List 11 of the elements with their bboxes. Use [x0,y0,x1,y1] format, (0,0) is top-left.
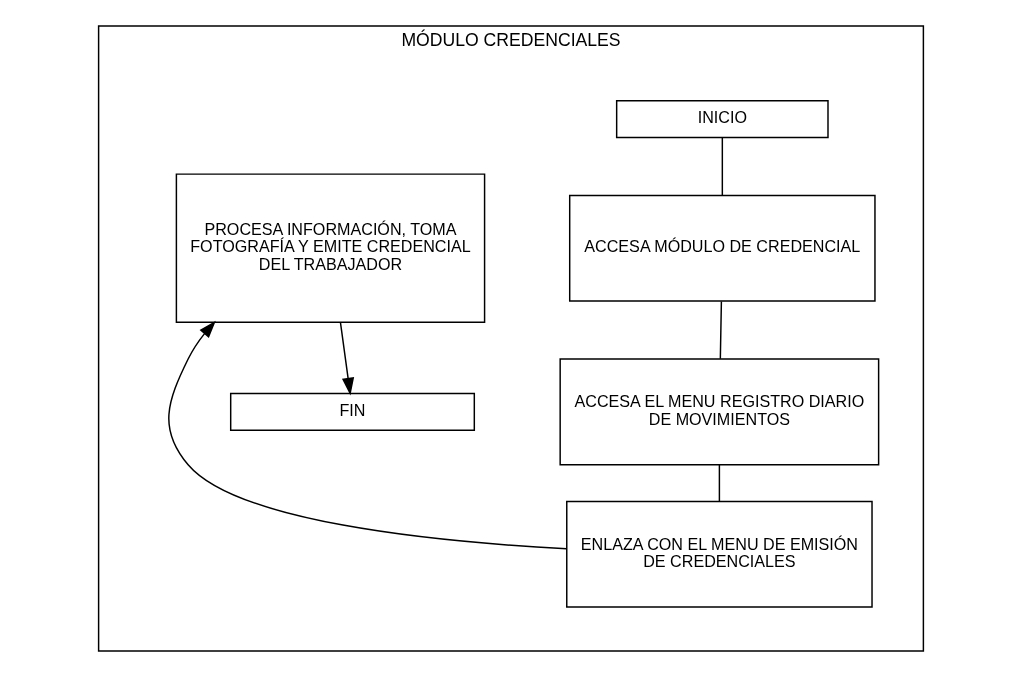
node-box: ENLAZA CON EL MENU DE EMISIÓN DE CREDENCIALES [565,500,873,608]
connector [718,464,720,502]
node-box: INICIO [615,100,829,139]
node-box: ACCESA EL MENU REGISTRO DIARIO DE MOVIMIENTOS [558,358,879,466]
node-box: ACCESA MÓDULO DE CREDENCIAL [568,194,876,302]
node-box: FIN [229,392,475,431]
connector [719,300,722,360]
arrow [339,321,354,396]
node-box: PROCESA INFORMACIÓN, TOMA FOTOGRAFÍA Y EMITE CREDENCIAL DEL TRABAJADOR [175,173,485,324]
connector [721,136,723,196]
arrow [167,320,567,550]
